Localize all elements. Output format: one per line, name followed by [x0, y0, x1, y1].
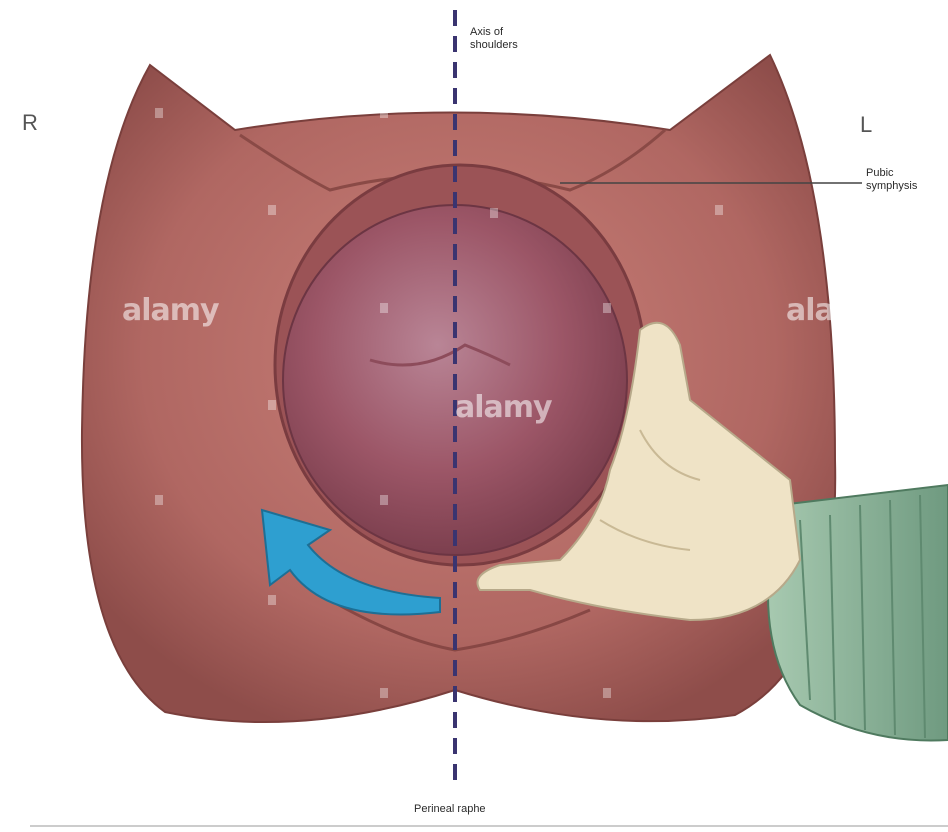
watermark-mark [268, 400, 276, 410]
pubic-symphysis-label: Pubic symphysis [866, 167, 946, 193]
right-side-label: R [22, 110, 38, 136]
watermark-mark [268, 595, 276, 605]
axis-of-shoulders-line2: shoulders [470, 39, 518, 52]
left-side-label: L [860, 112, 872, 138]
pubic-symphysis-line1: Pubic [866, 167, 946, 180]
watermark-mark [380, 108, 388, 118]
watermark-mark [490, 208, 498, 218]
watermark-mark [380, 495, 388, 505]
watermark-mark [155, 495, 163, 505]
watermark-center: alamy [455, 390, 552, 425]
watermark-left: alamy [122, 293, 219, 328]
watermark-mark [603, 110, 611, 120]
watermark-mark [603, 303, 611, 313]
watermark-mark [380, 303, 388, 313]
watermark-right: alamy [786, 293, 834, 328]
watermark-mark [380, 688, 388, 698]
pubic-symphysis-line2: symphysis [866, 180, 946, 193]
watermark-mark [155, 108, 163, 118]
axis-of-shoulders-label: Axis of shoulders [470, 26, 518, 52]
watermark-mark [268, 205, 276, 215]
watermark-mark [603, 688, 611, 698]
axis-of-shoulders-line1: Axis of [470, 26, 518, 39]
watermark-mark [715, 205, 723, 215]
perineal-raphe-label: Perineal raphe [414, 803, 486, 816]
